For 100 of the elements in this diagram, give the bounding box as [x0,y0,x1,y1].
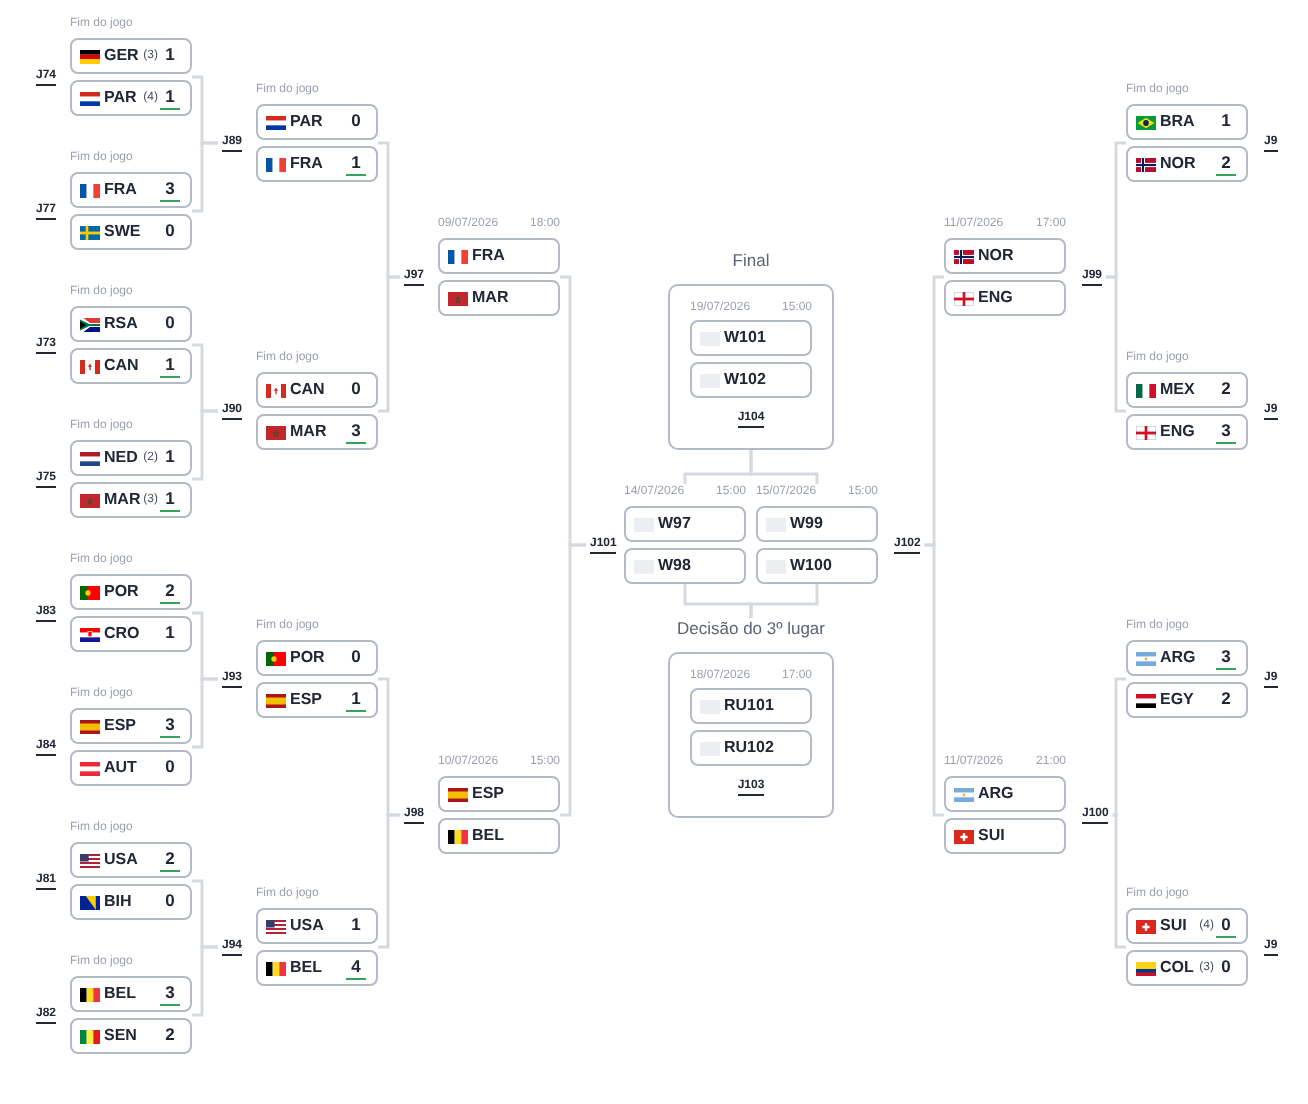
team-slot [70,214,192,250]
team-slot [944,818,1066,854]
team-code: EGY [1160,690,1194,710]
team-code: ESP [290,690,323,710]
team-code: BRA [1160,112,1195,132]
team-slot [1126,682,1248,718]
team-slot [438,818,560,854]
score: 0 [163,220,177,242]
team-slot [70,842,192,878]
team-code: SWE [104,222,141,242]
team-slot [70,976,192,1012]
team-code: W100 [790,556,832,576]
score: 4 [346,956,366,980]
team-code: W98 [658,556,691,576]
team-code: ARG [978,784,1014,804]
team-code: W101 [724,328,766,348]
team-slot [70,482,192,518]
score: 1 [160,86,180,110]
score: 1 [163,44,177,66]
team-code: ESP [472,784,505,804]
team-slot [70,616,192,652]
section-heading: Decisão do 3º lugar [677,618,825,638]
score: 1 [160,354,180,378]
bracket-line [192,409,218,481]
bracket-line [560,543,586,817]
score: 0 [349,110,363,132]
bracket-line [749,584,819,618]
team-code: CAN [104,356,139,376]
team-code: W97 [658,514,691,534]
team-slot [624,548,746,584]
team-slot [438,776,560,812]
team-code: RSA [104,314,138,334]
team-code: FRA [104,180,137,200]
team-code: RU102 [724,738,774,758]
score: 1 [346,152,366,176]
score: 1 [349,914,363,936]
bracket-line [378,813,400,949]
score: 1 [163,446,177,468]
team-code: MAR [472,288,509,308]
team-slot [756,548,878,584]
score: 0 [163,312,177,334]
score: 0 [163,890,177,912]
team-code: MEX [1160,380,1195,400]
team-code: BEL [104,984,136,1004]
team-code: SEN [104,1026,137,1046]
score: 3 [346,420,366,444]
team-code: ESP [104,716,137,736]
section-heading: Final [732,250,770,270]
team-slot [690,730,812,766]
bracket-line [1112,813,1126,949]
team-code: CRO [104,624,140,644]
team-slot [70,708,192,744]
team-slot [256,146,378,182]
team-code: W99 [790,514,823,534]
team-slot [70,440,192,476]
score: 2 [1219,378,1233,400]
team-code: BIH [104,892,132,912]
team-slot [70,306,192,342]
score: 3 [1216,646,1236,670]
team-code: RU101 [724,696,774,716]
team-code: BEL [290,958,322,978]
team-code: PAR [104,88,137,108]
team-code: FRA [290,154,323,174]
team-slot [70,884,192,920]
team-slot [70,38,192,74]
score: 2 [1216,152,1236,176]
team-slot [624,506,746,542]
team-code: NOR [978,246,1014,266]
team-slot [256,908,378,944]
team-code: MAR [290,422,327,442]
team-code: ENG [1160,422,1195,442]
score: 3 [160,982,180,1006]
team-slot [1126,104,1248,140]
team-slot [1126,372,1248,408]
team-slot [70,348,192,384]
score: 0 [349,646,363,668]
score: 1 [160,488,180,512]
team-slot [256,640,378,676]
bracket-line [1106,275,1126,413]
team-slot [256,372,378,408]
team-code: POR [104,582,139,602]
team-slot [1126,414,1248,450]
score: 1 [1219,110,1233,132]
score: 3 [1216,420,1236,444]
team-slot [256,104,378,140]
team-code: BEL [472,826,504,846]
team-code: NOR [1160,154,1196,174]
score: 2 [160,580,180,604]
score: 2 [1219,688,1233,710]
team-slot [70,172,192,208]
score: 0 [349,378,363,400]
team-slot [1126,908,1248,944]
score: 3 [160,714,180,738]
team-code: PAR [290,112,323,132]
team-slot [756,506,878,542]
score: 2 [163,1024,177,1046]
team-code: FRA [472,246,505,266]
team-code: POR [290,648,325,668]
bracket-line [1112,677,1126,817]
team-slot [1126,950,1248,986]
